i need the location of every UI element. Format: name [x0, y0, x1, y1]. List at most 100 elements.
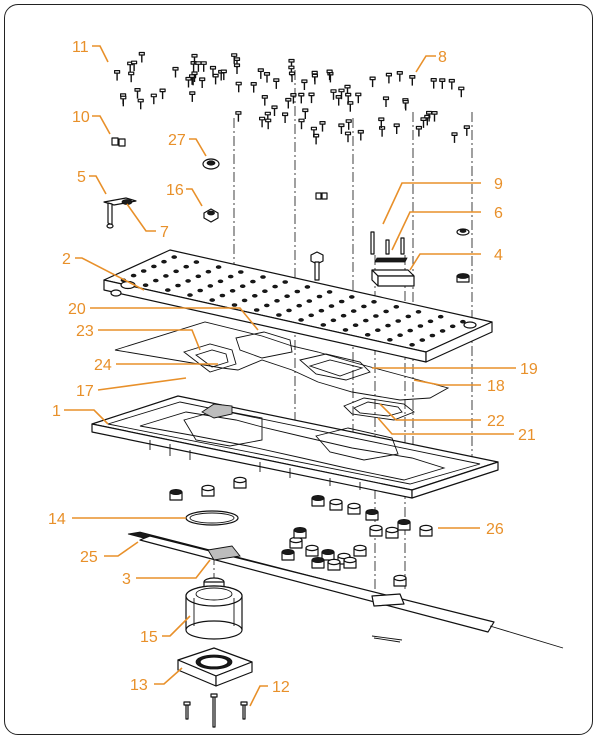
plate-hole — [340, 313, 347, 318]
screw-head — [191, 53, 198, 58]
screw — [235, 81, 242, 93]
callout-2: 2 — [62, 251, 71, 268]
screw-head — [415, 125, 422, 130]
screw — [233, 63, 241, 74]
screw — [344, 131, 352, 143]
fitting — [289, 536, 303, 549]
screw-head — [310, 126, 317, 131]
plate-hole — [437, 314, 444, 319]
screw-head — [220, 69, 227, 74]
fitting — [347, 502, 361, 515]
screw-head — [458, 86, 465, 91]
plate-hole — [352, 323, 359, 328]
plate-hole — [294, 289, 301, 294]
fitting — [393, 574, 407, 587]
plate-hole — [130, 273, 137, 278]
plate-hole — [330, 318, 337, 323]
screw-head — [451, 132, 458, 136]
plate-hole — [153, 278, 159, 283]
fitting-top — [385, 526, 399, 534]
screw — [137, 98, 144, 110]
plate-hole — [262, 289, 268, 294]
callout-9: 9 — [494, 176, 503, 193]
plate-hole — [306, 299, 313, 303]
callout-25: 25 — [80, 549, 98, 566]
screw — [250, 81, 257, 93]
screw — [195, 61, 202, 72]
screw-head — [235, 111, 242, 115]
callout-4: 4 — [494, 247, 503, 264]
callout-labels: 11 8 10 27 5 16 7 9 6 2 4 20 23 24 19 17… — [48, 39, 538, 696]
callout-11: 11 — [72, 39, 89, 56]
plate-hole — [348, 295, 355, 299]
plate-hole — [298, 318, 304, 322]
screw — [426, 110, 433, 122]
fitting-top — [353, 544, 367, 552]
plate-hole — [371, 299, 377, 304]
screw — [335, 94, 342, 106]
leader-lines — [64, 45, 516, 707]
fitting — [233, 476, 247, 489]
plate-hole — [195, 274, 202, 279]
fitting — [169, 488, 183, 501]
callout-24: 24 — [94, 357, 112, 374]
screw — [220, 69, 227, 81]
screw-head — [264, 111, 271, 116]
plate-hole — [387, 337, 393, 342]
screw — [200, 61, 207, 72]
screw-head — [212, 73, 219, 78]
screw-head — [134, 87, 141, 92]
screw-head — [138, 51, 145, 56]
plate-hole — [419, 338, 426, 342]
plate-hole — [151, 264, 157, 269]
screw — [439, 78, 446, 89]
screw — [369, 76, 376, 88]
screw-field — [113, 51, 470, 145]
screw — [120, 95, 127, 107]
part-small-fittings — [310, 192, 328, 281]
plate-hole — [385, 323, 391, 328]
fitting-top — [321, 549, 335, 556]
screw — [131, 60, 138, 72]
plate-hole — [338, 299, 345, 304]
fitting-top — [347, 502, 361, 510]
screw-head — [385, 72, 392, 77]
plate-hole — [449, 324, 456, 329]
plate-hole — [429, 333, 436, 338]
fitting — [353, 544, 367, 557]
screw — [330, 89, 337, 100]
screw — [134, 87, 141, 99]
screw — [273, 78, 280, 89]
screw — [420, 117, 427, 128]
plate-hole — [395, 319, 402, 323]
screw-head — [379, 126, 386, 130]
screw-head — [338, 123, 345, 128]
screw — [458, 86, 465, 98]
fitting — [369, 524, 383, 537]
screw-head — [344, 84, 351, 89]
screw — [271, 105, 278, 116]
screw-head — [282, 112, 289, 117]
screw-head — [288, 58, 295, 63]
screw-head — [311, 73, 318, 78]
fitting — [397, 519, 411, 531]
screw — [209, 65, 217, 77]
fitting-top — [311, 494, 325, 501]
plate-hole — [276, 313, 282, 317]
plate-hole — [197, 288, 204, 293]
gasket-layer — [114, 321, 450, 421]
screw — [288, 71, 296, 83]
callout-10: 10 — [72, 109, 90, 126]
screw — [259, 116, 266, 128]
fitting — [419, 524, 433, 537]
plate-hole — [209, 298, 216, 302]
screw-head — [311, 70, 318, 75]
screw — [308, 92, 315, 104]
plate-hole — [229, 288, 236, 293]
part-12-bolts — [183, 693, 248, 728]
screw — [326, 69, 333, 81]
screw-head — [159, 88, 166, 93]
plate-hole — [171, 255, 178, 259]
screw — [282, 112, 289, 123]
